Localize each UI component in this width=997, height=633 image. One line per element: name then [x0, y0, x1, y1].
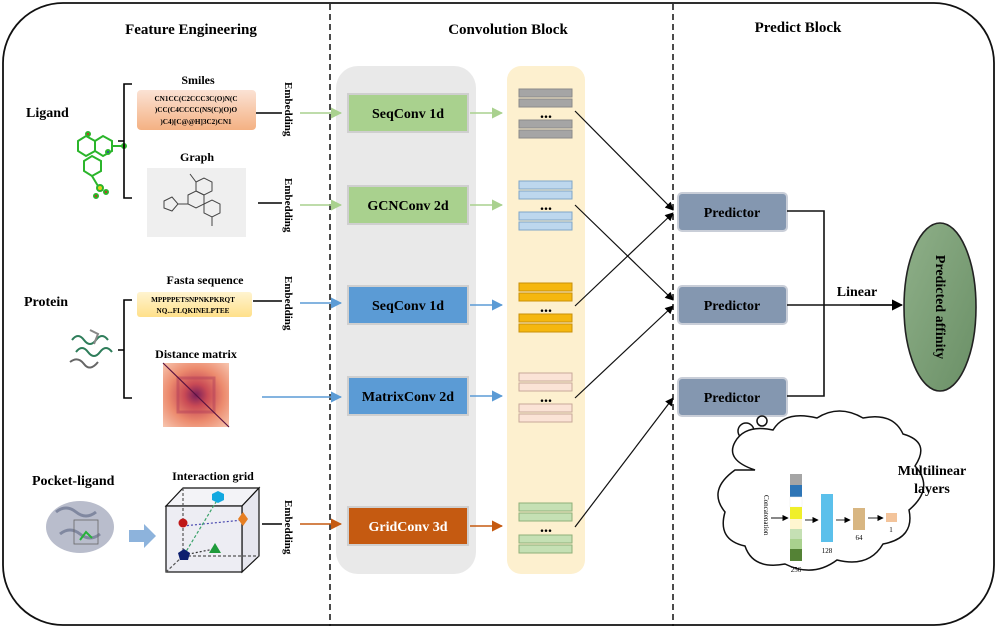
- feature-vector-3: ...: [518, 282, 573, 333]
- conv-block-matrixconv: MatrixConv 2d: [347, 376, 469, 416]
- grid-point-navy: [178, 549, 190, 560]
- concat-label: Concatenation: [762, 495, 770, 536]
- conv-block-label-3: SeqConv 1d: [372, 299, 444, 314]
- linear-label: Linear: [837, 285, 877, 300]
- embedding-label-grid: Embedding: [282, 500, 294, 555]
- smiles-line-2: )CC(C4CCCC(NS(C)(O)O: [155, 106, 238, 114]
- grid-point-red: [178, 518, 188, 528]
- multilinear-label-1: Multilinear: [898, 464, 966, 479]
- conv-block-label-5: GridConv 3d: [369, 520, 448, 535]
- conv-block-label-4: MatrixConv 2d: [362, 390, 454, 405]
- predicted-affinity-node: [903, 222, 977, 392]
- fasta-line-1: MPPPPETSNPNKPKRQT: [151, 296, 235, 304]
- predicted-affinity-label: Predicted affinity: [932, 255, 947, 359]
- smiles-title: Smiles: [181, 73, 215, 87]
- fasta-line-2: NQ...FLQKINELPTEE: [157, 307, 230, 315]
- header-predict-block: Predict Block: [755, 20, 842, 36]
- feature-vector-5: ...: [518, 502, 573, 554]
- embedding-label-fasta: Embedding: [282, 276, 294, 331]
- conv-block-label-2: GCNConv 2d: [367, 199, 449, 214]
- multilinear-label-2: layers: [914, 482, 950, 497]
- interaction-grid-title: Interaction grid: [172, 469, 254, 483]
- embedding-label-smiles: Embedding: [282, 82, 294, 137]
- predictor-label-2: Predictor: [704, 299, 761, 314]
- feature-vector-4: ...: [518, 372, 573, 423]
- feature-vector-1: ...: [518, 88, 573, 139]
- ligand-molecule-image: [77, 131, 127, 199]
- layer-64: [853, 508, 865, 530]
- dim-128: 128: [822, 547, 833, 555]
- protein-bracket: [118, 299, 132, 399]
- smiles-box: [137, 90, 256, 130]
- predictor-label-3: Predictor: [704, 391, 761, 406]
- feature-vector-2: ...: [518, 180, 573, 231]
- ellipsis-5: ...: [540, 519, 552, 536]
- conv-block-seqconv-protein: SeqConv 1d: [347, 285, 469, 325]
- embedding-label-graph: Embedding: [282, 178, 294, 233]
- label-protein: Protein: [24, 295, 68, 310]
- pocket-to-grid-arrow: [129, 524, 156, 548]
- grid-point-orange: [238, 512, 248, 526]
- protein-structure-image: [69, 329, 113, 369]
- grid-point-cyan: [212, 491, 224, 503]
- header-convolution-block: Convolution Block: [448, 22, 568, 38]
- feature-to-predictor-arrows: [574, 110, 674, 528]
- smiles-line-3: )C4)[C@@H]3C2)CN1: [160, 118, 232, 126]
- grid-point-green: [209, 543, 221, 553]
- layer-128: [821, 494, 833, 542]
- ligand-bracket: [118, 83, 132, 199]
- label-ligand: Ligand: [26, 106, 69, 121]
- graph-molecule-sketch: [163, 173, 221, 226]
- predictor-2: Predictor: [677, 285, 788, 325]
- dim-64: 64: [856, 534, 864, 542]
- predictor-label-1: Predictor: [704, 206, 761, 221]
- dim-256: 256: [791, 566, 802, 574]
- header-feature-engineering: Feature Engineering: [125, 22, 257, 38]
- ellipsis-4: ...: [540, 389, 552, 406]
- conv-block-gcnconv: GCNConv 2d: [347, 185, 469, 225]
- distance-matrix-diagonal: [162, 362, 230, 428]
- graph-title: Graph: [180, 150, 214, 164]
- conv-block-seqconv-ligand: SeqConv 1d: [347, 93, 469, 133]
- label-pocket-ligand: Pocket-ligand: [32, 474, 115, 489]
- smiles-line-1: CN1CC(C2CCC3C(O)N(C: [154, 95, 237, 103]
- concat-vector: [789, 474, 803, 561]
- predictor-1: Predictor: [677, 192, 788, 232]
- distance-matrix-band: [176, 376, 216, 414]
- dim-1: 1: [889, 526, 893, 534]
- pocket-structure-image: [46, 501, 114, 553]
- layer-1: [886, 513, 897, 522]
- predictor-3: Predictor: [677, 377, 788, 417]
- fasta-title: Fasta sequence: [167, 273, 245, 287]
- ellipsis-2: ...: [540, 197, 552, 214]
- ellipsis-1: ...: [540, 105, 552, 122]
- multilinear-cloud: [717, 410, 925, 571]
- graph-image: [147, 168, 246, 237]
- ellipsis-3: ...: [540, 299, 552, 316]
- conv-block-gridconv: GridConv 3d: [347, 506, 469, 546]
- distance-title: Distance matrix: [155, 347, 237, 361]
- fasta-box: [137, 292, 252, 317]
- conv-block-label-1: SeqConv 1d: [372, 107, 444, 122]
